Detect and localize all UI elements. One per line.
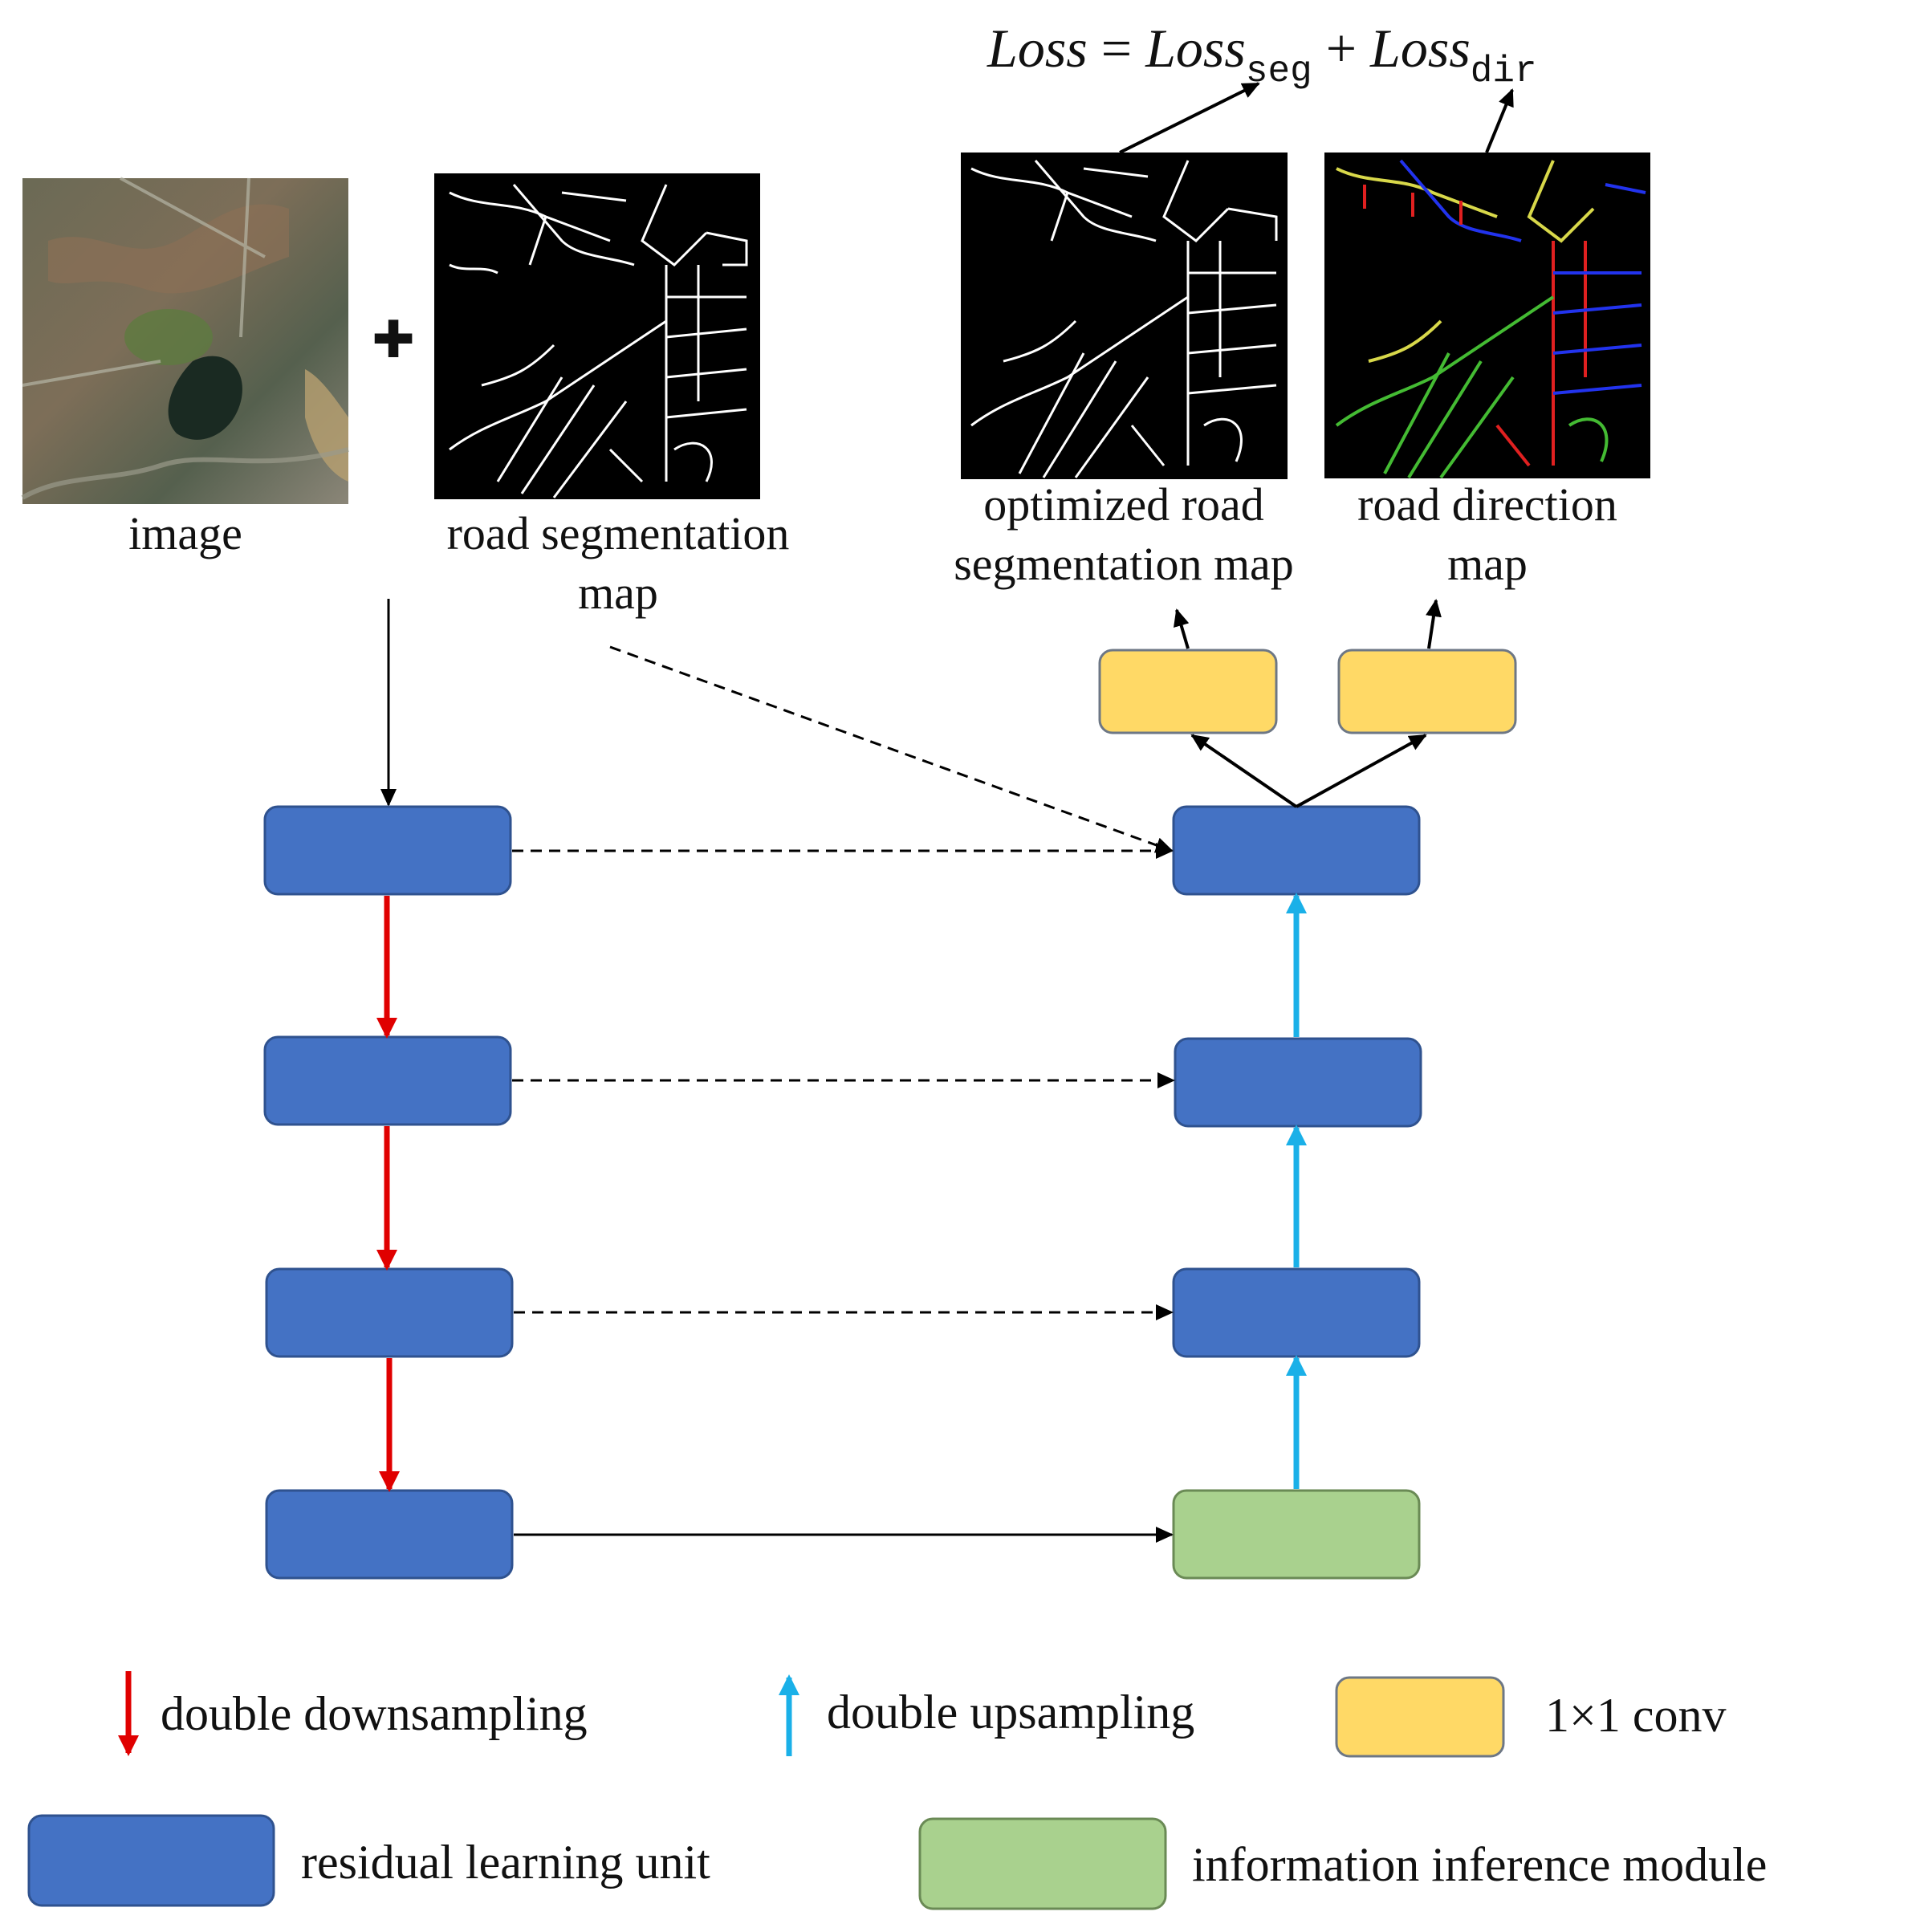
- direction-map-caption: road direction map: [1357, 478, 1617, 590]
- formula-term1: Loss: [1145, 18, 1246, 79]
- seg-loss-arrow: [1119, 82, 1260, 154]
- encoder-block-3: [265, 1267, 514, 1358]
- conv-head-segmentation: [1098, 649, 1278, 734]
- formula-term1-sub: seg: [1245, 51, 1312, 92]
- legend-downsample-label: double downsampling: [161, 1687, 588, 1740]
- loss-formula: Loss = Lossseg + Lossdir: [987, 12, 1537, 108]
- dir-loss-arrow: [1485, 88, 1514, 153]
- legend-inference-label: information inference module: [1192, 1838, 1768, 1891]
- road-segmentation-map: [434, 173, 760, 499]
- plus-sign: ✚: [372, 311, 415, 370]
- seg-head-output-arrow: [1174, 608, 1190, 649]
- segmentation-map-caption: road segmentation map: [446, 507, 790, 619]
- encoder-block-4: [265, 1489, 514, 1580]
- dir-head-output-arrow: [1426, 599, 1442, 649]
- legend-upsample-label: double upsampling: [827, 1686, 1195, 1739]
- legend-inference-swatch: [918, 1817, 1167, 1910]
- legend-residual-swatch: [27, 1814, 275, 1907]
- formula-term2: Loss: [1370, 18, 1471, 79]
- encoder-block-1: [263, 805, 512, 896]
- formula-term2-sub: dir: [1470, 51, 1537, 92]
- legend-conv-label: 1×1 conv: [1545, 1689, 1727, 1742]
- decoder-to-seg-head-arrow: [1190, 734, 1298, 808]
- formula-lhs: Loss: [987, 18, 1088, 79]
- formula-plus: +: [1325, 18, 1357, 79]
- segmap-skip-arrow: [609, 645, 1174, 853]
- decoder-to-dir-head-arrow: [1296, 734, 1427, 808]
- image-caption: image: [128, 507, 242, 559]
- decoder-block-1: [1172, 805, 1421, 896]
- legend-residual-label: residual learning unit: [301, 1836, 710, 1889]
- optimized-map-caption: optimized road segmentation map: [954, 478, 1294, 590]
- inference-module-block: [1172, 1489, 1421, 1580]
- encoder-block-2: [263, 1035, 512, 1126]
- conv-head-direction: [1337, 649, 1517, 734]
- satellite-image: [21, 177, 349, 504]
- road-direction-map: [1324, 153, 1650, 479]
- decoder-block-2: [1174, 1037, 1422, 1128]
- decoder-block-3: [1172, 1267, 1421, 1358]
- optimized-segmentation-map: [961, 153, 1288, 479]
- legend-conv-swatch: [1335, 1676, 1505, 1758]
- formula-equals: =: [1100, 18, 1133, 79]
